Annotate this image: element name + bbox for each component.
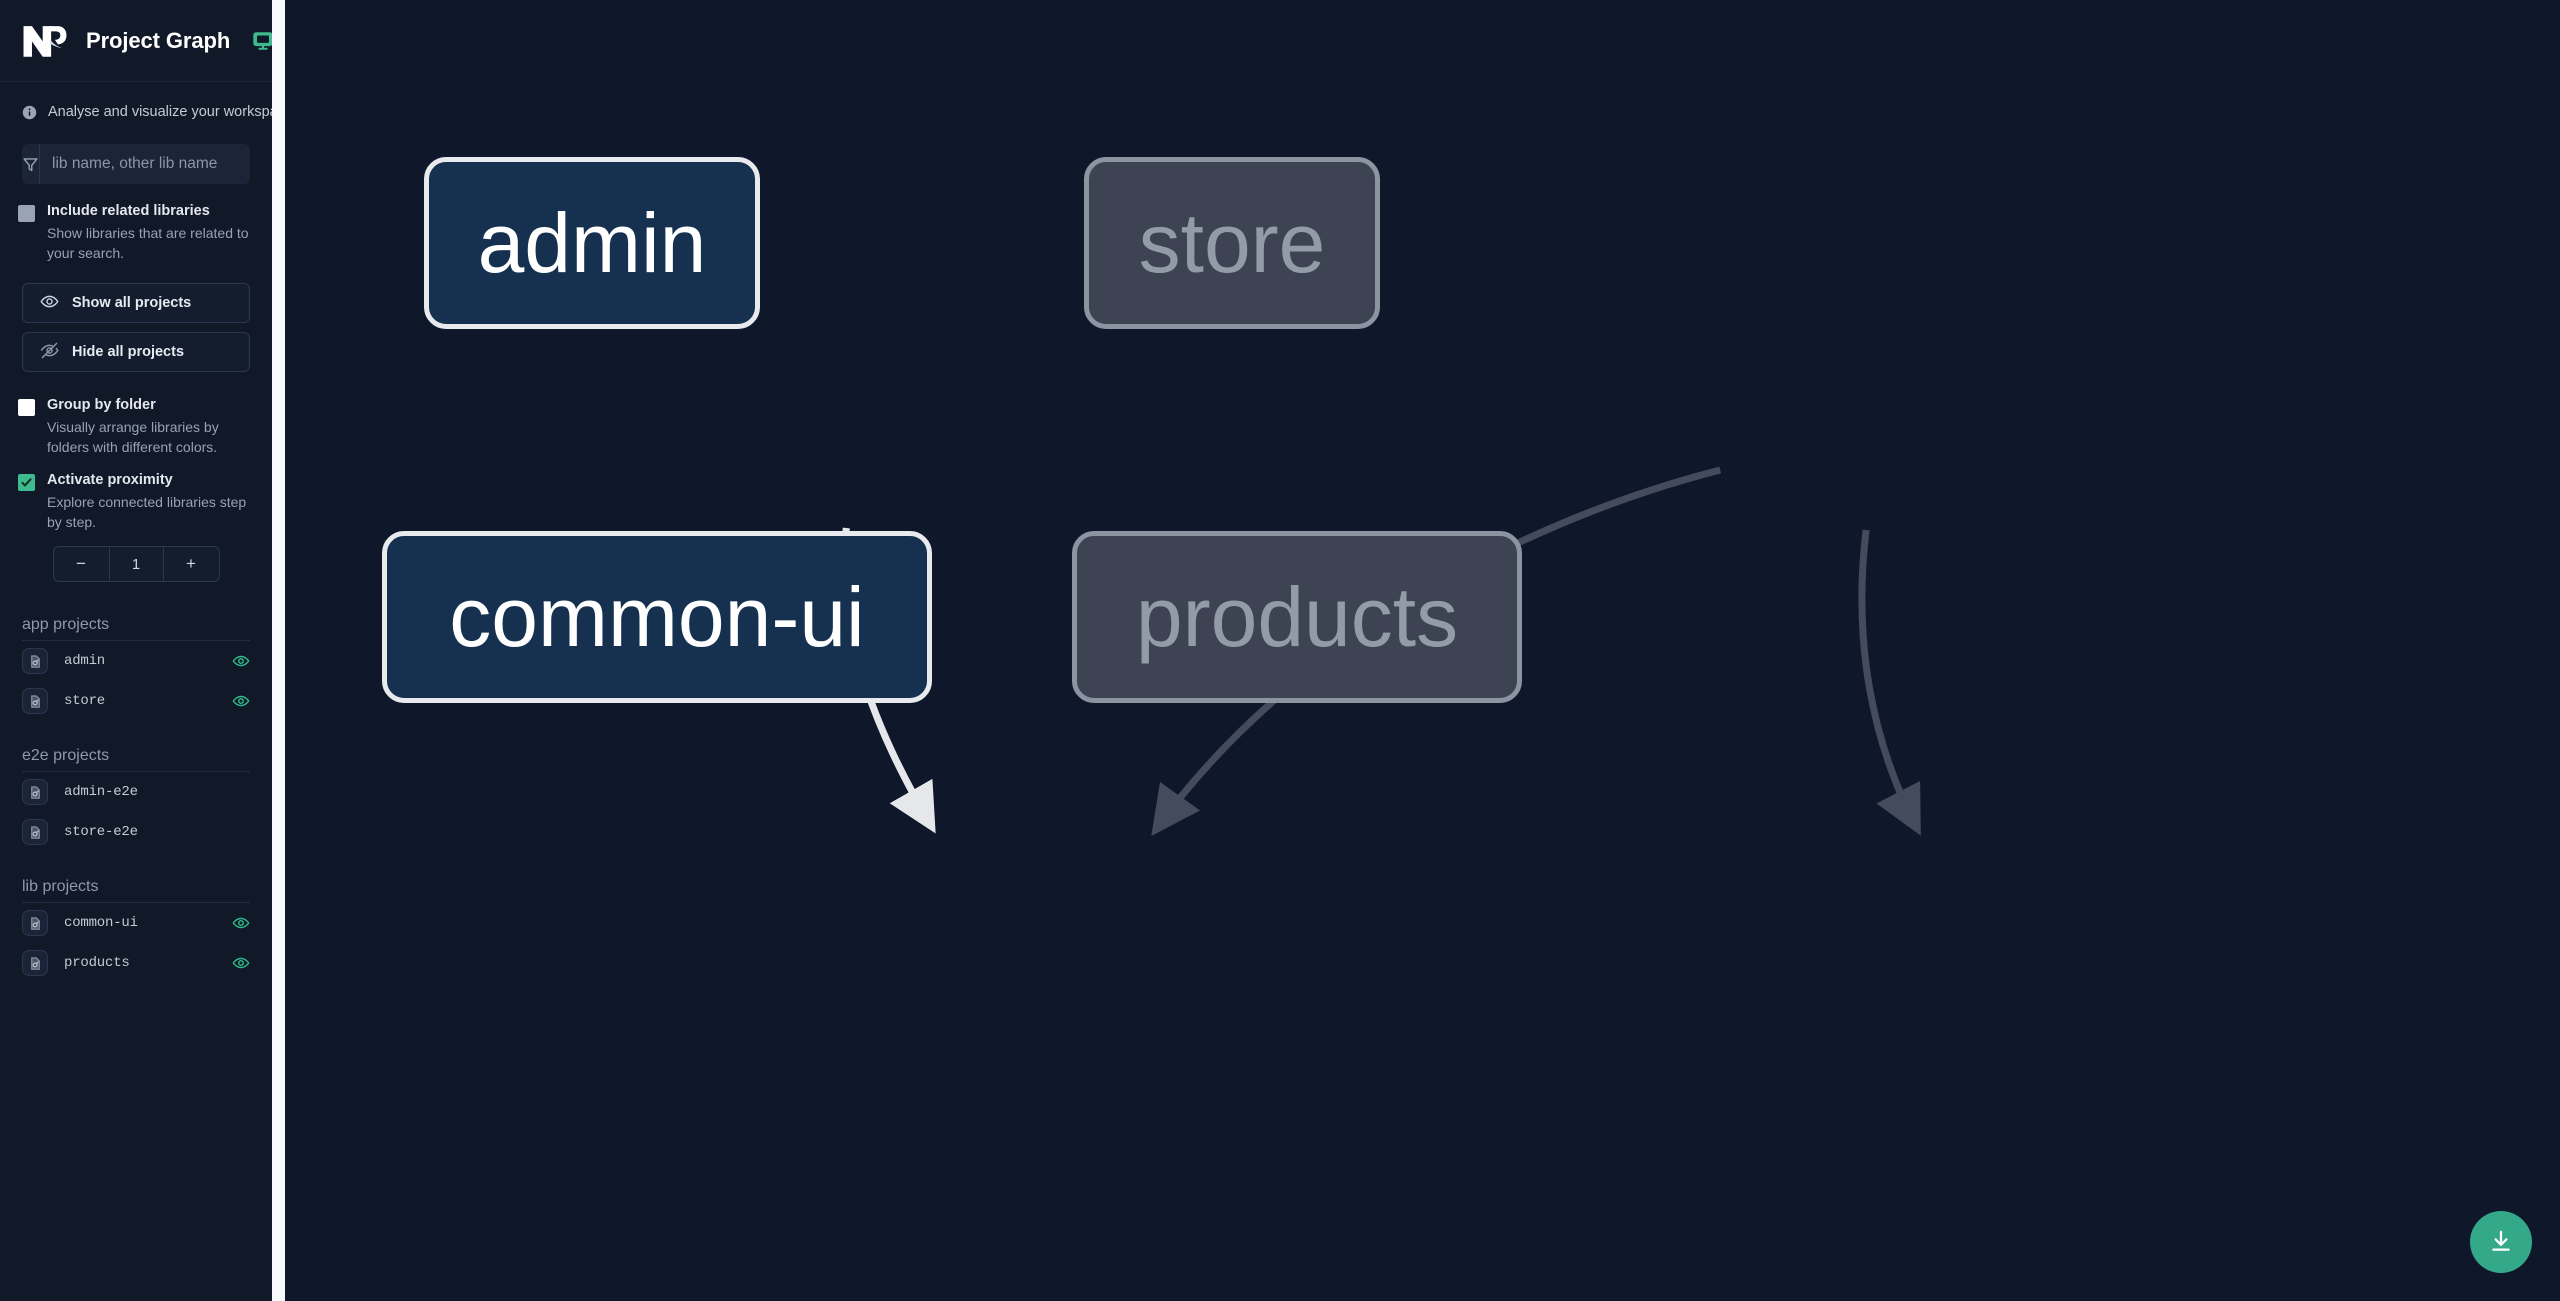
project-list-item-label: admin-e2e <box>64 784 138 801</box>
tagline-text: Analyse and visualize your workspace. <box>48 104 298 120</box>
project-list-item-products[interactable]: products <box>22 943 250 983</box>
project-list-item-admin[interactable]: admin <box>22 641 250 681</box>
project-visibility-placeholder <box>232 783 250 801</box>
proximity-stepper-wrap: − 1 + <box>0 532 272 583</box>
activate-proximity-label: Activate proximity <box>47 472 173 489</box>
edge-store-to-products <box>1858 529 1921 836</box>
include-related-libraries-row[interactable]: Include related libraries Show libraries… <box>0 184 272 263</box>
include-related-label: Include related libraries <box>47 203 210 219</box>
show-all-projects-label: Show all projects <box>72 295 192 312</box>
project-group-title: app projects <box>22 616 250 642</box>
search-input[interactable] <box>40 144 250 184</box>
project-groups: app projects admin store e2e projects admin-… <box>0 582 272 983</box>
project-list-item-label: common-ui <box>64 915 138 932</box>
proximity-increment-button[interactable]: + <box>164 547 219 581</box>
project-file-icon <box>22 779 48 806</box>
graph-node-common-ui[interactable]: common-ui <box>382 531 932 703</box>
project-list-item-common-ui[interactable]: common-ui <box>22 903 250 943</box>
download-icon <box>2488 1228 2514 1257</box>
group-by-folder-checkbox[interactable] <box>18 399 35 417</box>
hide-all-projects-button[interactable]: Hide all projects <box>22 332 250 373</box>
project-list-item-label: admin <box>64 653 106 670</box>
filter-wrap <box>0 120 272 184</box>
project-group-title: e2e projects <box>22 747 250 773</box>
project-visibility-eye-icon[interactable] <box>232 954 250 972</box>
project-file-icon <box>22 950 48 977</box>
activate-proximity-checkbox[interactable] <box>18 474 35 492</box>
funnel-icon <box>22 144 40 184</box>
project-visibility-eye-icon[interactable] <box>232 692 250 710</box>
monitor-icon[interactable] <box>252 30 274 52</box>
sidebar: Project Graph Analyse and visualize your… <box>0 0 297 1301</box>
graph-node-products-label: products <box>1135 570 1459 664</box>
project-visibility-eye-icon[interactable] <box>232 914 250 932</box>
project-list-item-store-e2e[interactable]: store-e2e <box>22 812 250 852</box>
graph-canvas[interactable]: admin store common-ui products <box>272 0 2560 1301</box>
proximity-value: 1 <box>108 547 164 582</box>
graph-node-store[interactable]: store <box>1084 157 1380 329</box>
graph-node-common-ui-label: common-ui <box>449 570 865 664</box>
visibility-buttons: Show all projects Hide all projects <box>0 263 272 373</box>
project-file-icon <box>22 688 48 715</box>
include-related-checkbox[interactable] <box>18 205 35 222</box>
graph-node-products[interactable]: products <box>1072 531 1522 703</box>
proximity-stepper[interactable]: − 1 + <box>52 546 220 583</box>
eye-icon <box>40 292 59 315</box>
project-group: lib projects common-ui products <box>22 878 250 983</box>
eye-off-icon <box>40 341 59 364</box>
info-icon <box>22 105 37 120</box>
graph-node-store-label: store <box>1138 196 1326 290</box>
project-visibility-eye-icon[interactable] <box>232 652 250 670</box>
search-filter-box[interactable] <box>22 144 250 184</box>
project-file-icon <box>22 910 48 937</box>
project-list-item-store[interactable]: store <box>22 681 250 721</box>
project-list-item-label: products <box>64 955 130 972</box>
project-list-item-label: store-e2e <box>64 824 138 841</box>
graph-node-admin[interactable]: admin <box>424 157 760 329</box>
group-by-folder-label: Group by folder <box>47 397 156 414</box>
group-by-folder-description: Visually arrange libraries by folders wi… <box>47 418 219 456</box>
include-related-description: Show libraries that are related to your … <box>47 224 249 261</box>
page-title: Project Graph <box>86 27 231 53</box>
project-group: e2e projects admin-e2e store-e2e <box>22 747 250 852</box>
nx-logo-icon <box>22 23 68 59</box>
hide-all-projects-label: Hide all projects <box>72 344 185 361</box>
sidebar-resize-handle[interactable] <box>272 0 285 1301</box>
group-by-folder-row[interactable]: Group by folder Visually arrange librari… <box>0 372 272 457</box>
project-group-title: lib projects <box>22 878 250 904</box>
project-file-icon <box>22 648 48 675</box>
project-file-icon <box>22 819 48 846</box>
show-all-projects-button[interactable]: Show all projects <box>22 283 250 324</box>
project-list-item-label: store <box>64 693 106 710</box>
activate-proximity-row[interactable]: Activate proximity Explore connected lib… <box>0 457 272 532</box>
graph-node-admin-label: admin <box>477 196 707 290</box>
project-visibility-placeholder <box>232 823 250 841</box>
download-graph-button[interactable] <box>2470 1211 2532 1273</box>
sidebar-header: Project Graph <box>0 0 274 82</box>
activate-proximity-description: Explore connected libraries step by step… <box>47 493 247 531</box>
proximity-decrement-button[interactable]: − <box>54 547 109 581</box>
project-list-item-admin-e2e[interactable]: admin-e2e <box>22 772 250 812</box>
project-group: app projects admin store <box>22 616 250 721</box>
tagline-row: Analyse and visualize your workspace. <box>0 82 297 120</box>
